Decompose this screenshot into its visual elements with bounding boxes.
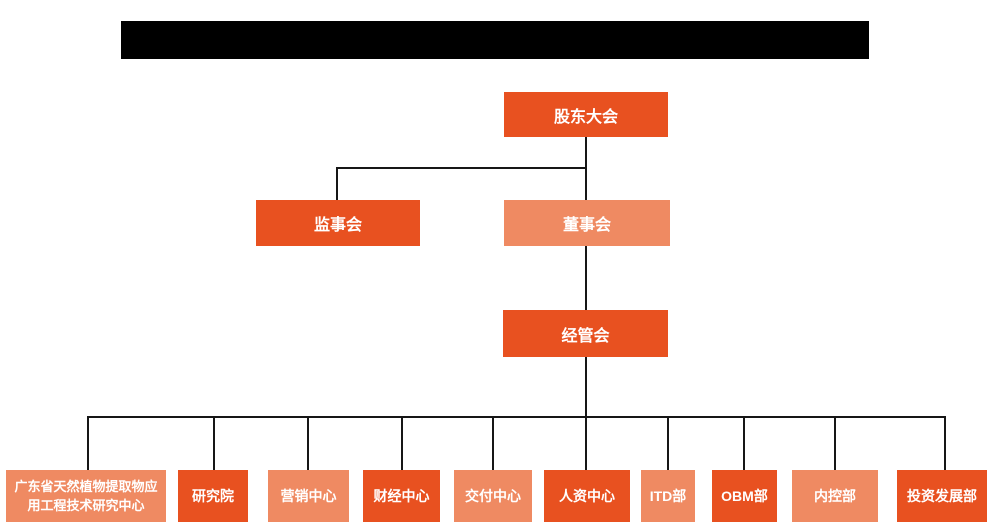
org-node-supervisory-board: 监事会 (256, 200, 420, 246)
org-node-label: 营销中心 (280, 488, 337, 504)
org-node-label: 投资发展部 (907, 488, 977, 504)
connector-management-to-bus (585, 357, 587, 417)
connector-drop-itd (667, 416, 669, 470)
org-node-label: 研究院 (192, 488, 234, 504)
org-node-label: 监事会 (313, 217, 362, 234)
org-node-itd-department: ITD部 (641, 470, 695, 522)
org-node-hr-center: 人资中心 (544, 470, 630, 522)
org-node-shareholders-meeting: 股东大会 (504, 92, 668, 137)
connector-drop-obm (743, 416, 745, 470)
connector-drop-hr-center (585, 416, 587, 470)
connector-drop-research-center (87, 416, 89, 470)
connector-drop-research-institute (213, 416, 215, 470)
org-node-investment-development-department: 投资发展部 (897, 470, 987, 522)
org-node-label: 股东大会 (553, 108, 618, 126)
org-node-plant-extract-research-center: 广东省天然植物提取物应用工程技术研究中心 (6, 470, 166, 522)
connector-drop-supervisory (336, 167, 338, 200)
org-node-board-of-directors: 董事会 (504, 200, 670, 246)
org-node-label: 广东省天然植物提取物应用工程技术研究中心 (14, 478, 158, 514)
org-node-label: 董事会 (562, 217, 611, 234)
connector-board-to-management (585, 246, 587, 310)
org-node-internal-control-department: 内控部 (792, 470, 878, 522)
org-node-label: 内控部 (814, 488, 856, 504)
connector-drop-marketing-center (307, 416, 309, 470)
org-node-label: 经管会 (561, 327, 610, 345)
redacted-title-bar (121, 21, 869, 59)
connector-branch-supervisory (337, 167, 587, 169)
org-node-obm-department: OBM部 (712, 470, 777, 522)
org-node-marketing-center: 营销中心 (268, 470, 349, 522)
org-node-label: ITD部 (649, 488, 687, 504)
org-node-label: 交付中心 (465, 488, 521, 504)
connector-drop-delivery-center (492, 416, 494, 470)
org-node-research-institute: 研究院 (178, 470, 248, 522)
org-node-label: 人资中心 (559, 488, 615, 504)
org-node-label: OBM部 (721, 488, 768, 504)
connector-trunk-l1 (585, 137, 587, 201)
connector-drop-investment-development (944, 416, 946, 470)
org-node-delivery-center: 交付中心 (454, 470, 532, 522)
org-node-management-committee: 经管会 (503, 310, 668, 357)
connector-drop-finance-center (401, 416, 403, 470)
org-node-finance-center: 财经中心 (363, 470, 440, 522)
connector-bus (87, 416, 946, 418)
org-node-label: 财经中心 (373, 488, 430, 504)
connector-drop-internal-control (834, 416, 836, 470)
